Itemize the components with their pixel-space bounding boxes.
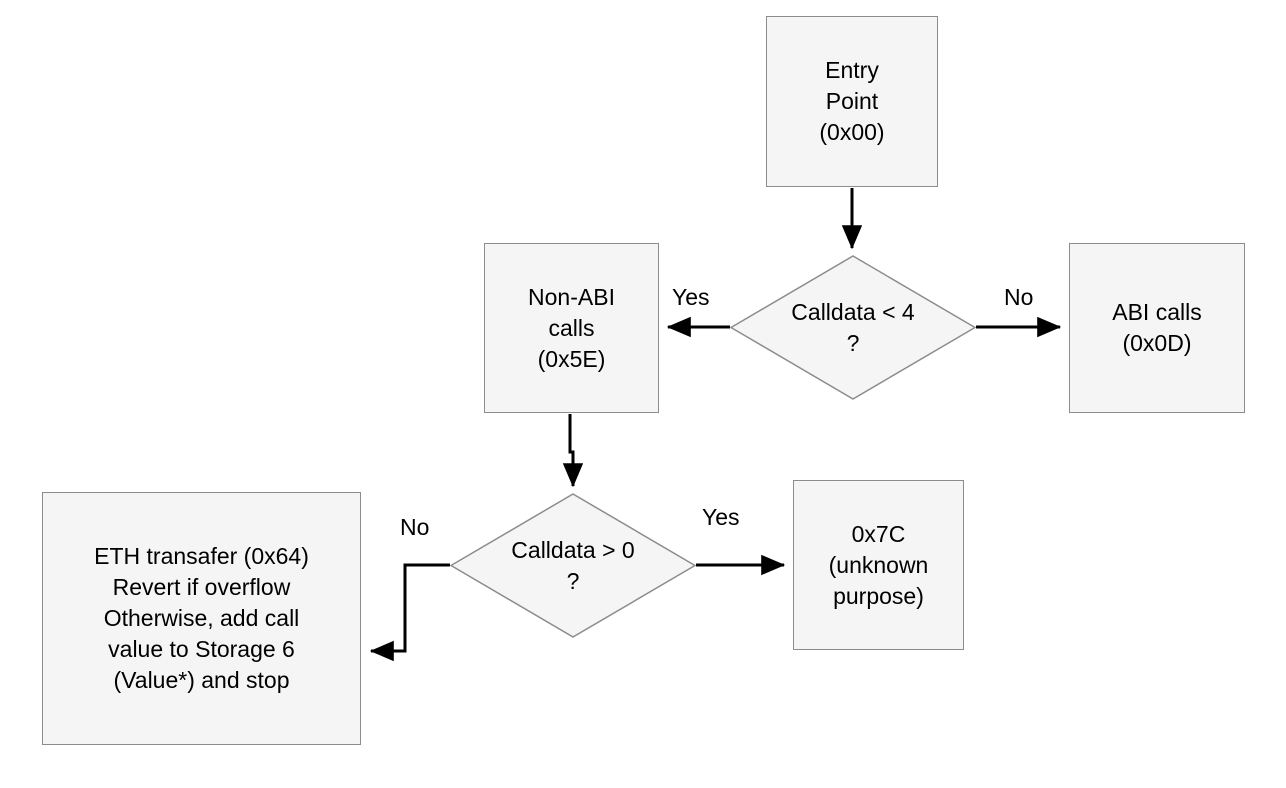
edge-label-yes-calldata-lt-4: Yes [672, 284, 710, 310]
diamond-shape [450, 493, 696, 638]
node-decision-calldata-lt-4-label: Calldata < 4 ? [791, 298, 915, 356]
edge-label-no-calldata-lt-4: No [1004, 284, 1034, 310]
node-decision-calldata-gt-0[interactable]: Calldata > 0 ? [450, 493, 696, 638]
node-eth-transfer-label: ETH transafer (0x64) Revert if overflow … [94, 543, 309, 693]
node-unknown-purpose-label: 0x7C (unknown purpose) [828, 520, 929, 609]
node-decision-calldata-lt-4[interactable]: Calldata < 4 ? [730, 255, 976, 400]
node-decision-calldata-gt-0-label: Calldata > 0 ? [511, 536, 635, 594]
edge-label-no-calldata-gt-0: No [400, 514, 430, 540]
node-non-abi-calls[interactable]: Non-ABI calls (0x5E) [484, 243, 659, 413]
diamond-shape [730, 255, 976, 400]
node-entry-point-label: Entry Point (0x00) [819, 57, 885, 145]
node-abi-calls[interactable]: ABI calls (0x0D) [1069, 243, 1245, 413]
node-unknown-purpose[interactable]: 0x7C (unknown purpose) [793, 480, 964, 650]
node-entry-point[interactable]: Entry Point (0x00) [766, 16, 938, 187]
edge-non-abi-to-calldata-gt-0 [562, 414, 584, 488]
node-eth-transfer[interactable]: ETH transafer (0x64) Revert if overflow … [42, 492, 361, 745]
node-non-abi-calls-label: Non-ABI calls (0x5E) [528, 283, 615, 372]
edge-label-yes-calldata-gt-0: Yes [702, 504, 740, 530]
node-abi-calls-label: ABI calls (0x0D) [1112, 299, 1202, 356]
edge-calldata-gt-0-no [369, 563, 450, 662]
